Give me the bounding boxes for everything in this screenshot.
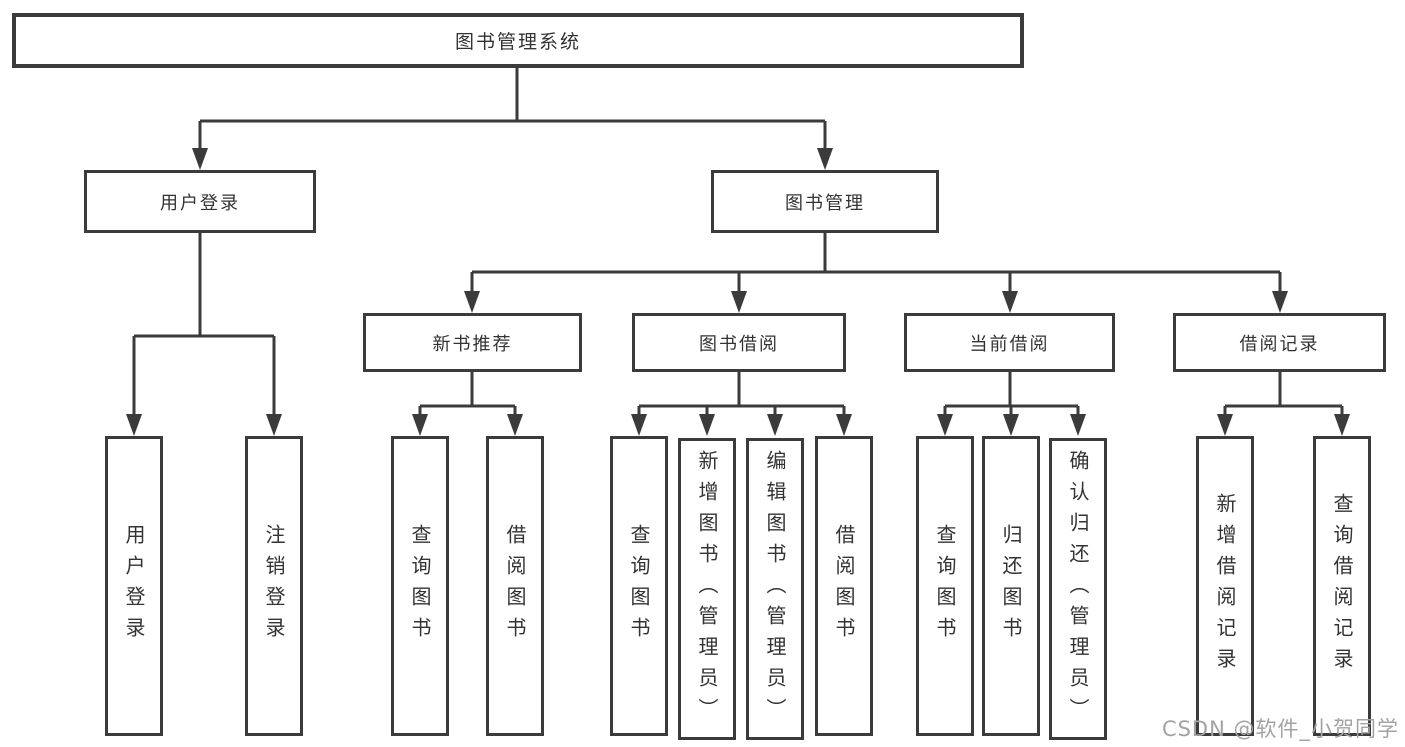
node-label: 用户登录 xyxy=(160,192,240,214)
node-root-system: 图书管理系统 xyxy=(12,13,1024,68)
node-label: 图书借阅 xyxy=(699,333,779,355)
node-label: 用户登录 xyxy=(122,524,146,648)
node-label: 当前借阅 xyxy=(969,333,1050,355)
node-label: 借阅图书 xyxy=(503,524,527,648)
node-label: 注销登录 xyxy=(262,524,286,648)
node-label: 新书推荐 xyxy=(432,333,513,355)
leaf-confirm-return-admin: 确认归还（管理员） xyxy=(1049,438,1107,740)
node-label: 新增借阅记录 xyxy=(1213,493,1237,679)
leaf-query-books-recommend: 查询图书 xyxy=(391,436,449,736)
node-label: 借阅记录 xyxy=(1239,333,1320,355)
leaf-add-book-admin: 新增图书（管理员） xyxy=(678,438,736,740)
node-current-borrow: 当前借阅 xyxy=(904,313,1115,372)
leaf-borrow-books-recommend: 借阅图书 xyxy=(486,436,544,736)
leaf-logout: 注销登录 xyxy=(245,436,303,736)
leaf-query-books-borrow: 查询图书 xyxy=(610,436,668,736)
leaf-edit-book-admin: 编辑图书（管理员） xyxy=(746,438,804,740)
node-label: 图书管理系统 xyxy=(454,31,581,53)
node-borrow-records: 借阅记录 xyxy=(1173,313,1386,372)
csdn-watermark: CSDN @软件_小贺同学 xyxy=(1161,717,1399,741)
node-label: 查询图书 xyxy=(933,524,957,648)
node-label: 借阅图书 xyxy=(832,524,856,648)
node-label: 归还图书 xyxy=(999,524,1023,648)
node-label: 查询图书 xyxy=(408,524,432,648)
node-label: 确认归还（管理员） xyxy=(1066,449,1090,729)
node-book-management-branch: 图书管理 xyxy=(711,170,939,233)
node-new-book-recommend: 新书推荐 xyxy=(363,313,582,372)
node-label: 查询借阅记录 xyxy=(1330,493,1354,679)
node-label: 图书管理 xyxy=(785,192,865,214)
node-label: 编辑图书（管理员） xyxy=(763,449,787,729)
leaf-user-login: 用户登录 xyxy=(105,436,163,736)
leaf-borrow-books: 借阅图书 xyxy=(815,436,873,736)
node-label: 查询图书 xyxy=(627,524,651,648)
leaf-add-borrow-record: 新增借阅记录 xyxy=(1196,436,1254,736)
leaf-return-book: 归还图书 xyxy=(982,436,1040,736)
arrowheads xyxy=(126,148,1350,436)
node-book-borrow: 图书借阅 xyxy=(632,313,846,372)
leaf-query-borrow-record: 查询借阅记录 xyxy=(1313,436,1371,736)
leaf-query-books-current: 查询图书 xyxy=(916,436,974,736)
node-user-login-branch: 用户登录 xyxy=(84,170,316,233)
node-label: 新增图书（管理员） xyxy=(695,449,719,729)
